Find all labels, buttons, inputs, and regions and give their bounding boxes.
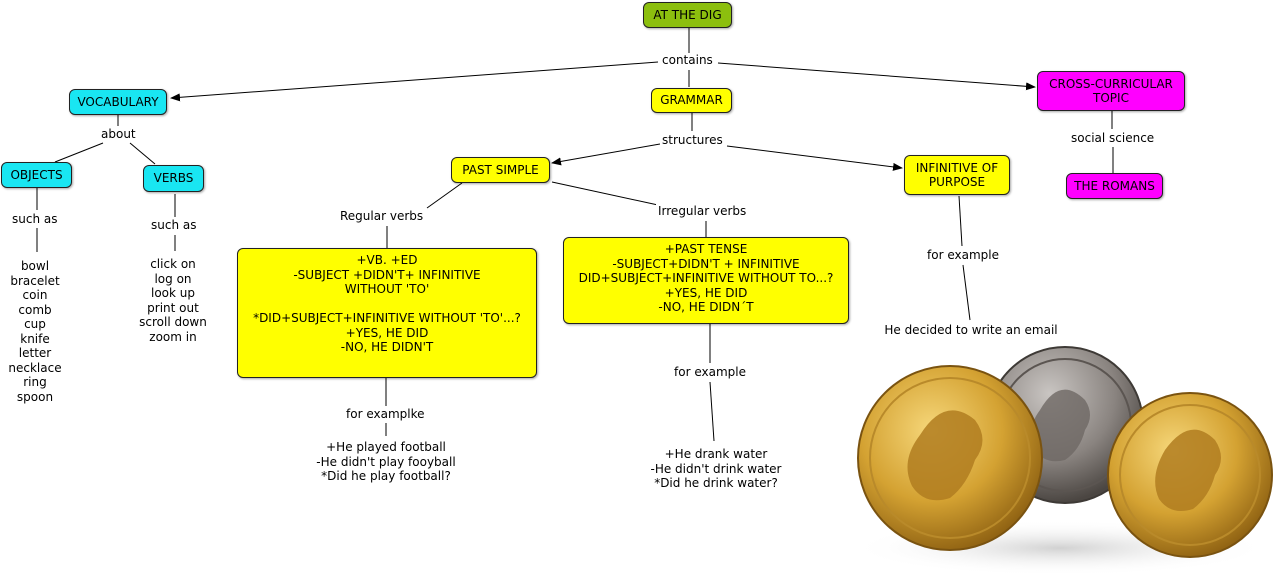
verbs-list: click on log on look up print out scroll…	[139, 257, 207, 344]
node-objects[interactable]: OBJECTS	[1, 162, 72, 188]
connector-line	[958, 195, 963, 247]
link-infinitive-for-example: for example	[925, 248, 1001, 263]
link-contains: contains	[660, 53, 715, 68]
regular-verbs-rule-box[interactable]: +VB. +ED -SUBJECT +DIDN'T+ INFINITIVE WI…	[237, 248, 537, 378]
arrow-to-infinitive	[726, 145, 903, 171]
node-vocabulary[interactable]: VOCABULARY	[69, 89, 167, 115]
link-about: about	[99, 127, 138, 142]
node-past-simple[interactable]: PAST SIMPLE	[451, 157, 550, 183]
connector-line	[426, 182, 463, 209]
link-irregular-for-example: for example	[672, 365, 748, 380]
arrow-to-past-simple	[551, 143, 661, 166]
roman-coins-image	[850, 346, 1273, 576]
irregular-verbs-rule-box[interactable]: +PAST TENSE -SUBJECT+DIDN'T + INFINITIVE…	[563, 237, 849, 324]
arrow-to-cross-curricular	[717, 62, 1036, 91]
node-at-the-dig[interactable]: AT THE DIG	[643, 2, 732, 28]
irregular-examples: +He drank water -He didn't drink water *…	[650, 447, 782, 490]
connector-line	[129, 142, 156, 165]
node-infinitive-of-purpose[interactable]: INFINITIVE OF PURPOSE	[904, 155, 1010, 195]
link-verbs-such-as: such as	[149, 218, 199, 233]
link-social-science: social science	[1069, 131, 1157, 146]
link-objects-such-as: such as	[10, 212, 60, 227]
link-for-examplke: for examplke	[344, 407, 427, 422]
connector-line	[54, 142, 104, 163]
node-verbs[interactable]: VERBS	[143, 165, 204, 192]
infinitive-example: He decided to write an email	[884, 323, 1058, 337]
link-irregular-verbs: Irregular verbs	[656, 204, 749, 219]
connector-line	[709, 381, 715, 442]
link-structures: structures	[660, 133, 725, 148]
arrow-to-vocabulary	[170, 61, 659, 102]
regular-examples: +He played football -He didn't play fooy…	[316, 440, 456, 483]
node-grammar[interactable]: GRAMMAR	[651, 88, 732, 113]
connector-line	[962, 264, 971, 321]
link-regular-verbs: Regular verbs	[338, 209, 426, 224]
objects-list: bowl bracelet coin comb cup knife letter…	[8, 259, 62, 404]
node-cross-curricular-topic[interactable]: CROSS-CURRICULAR TOPIC	[1037, 71, 1185, 111]
node-the-romans[interactable]: THE ROMANS	[1066, 173, 1163, 199]
connector-line	[551, 181, 659, 206]
